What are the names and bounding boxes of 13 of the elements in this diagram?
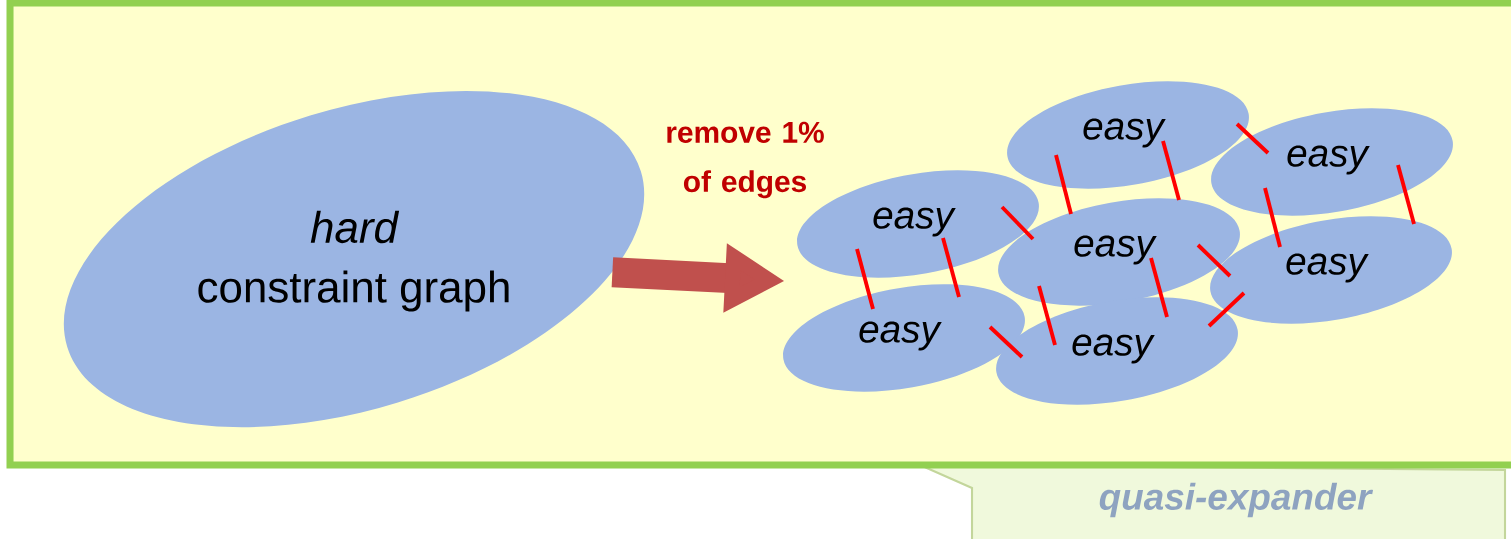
edge-line bbox=[1396, 164, 1416, 225]
node-label: easy bbox=[1072, 334, 1155, 364]
node-label: easy bbox=[1286, 253, 1369, 283]
node-label: easy bbox=[1287, 145, 1370, 175]
edge-line bbox=[1207, 291, 1246, 328]
node-label: easy bbox=[1074, 235, 1157, 265]
edge-line bbox=[1161, 140, 1181, 201]
node-label: easy bbox=[859, 321, 942, 351]
edge-line bbox=[1000, 205, 1035, 241]
edge-line bbox=[1196, 243, 1232, 278]
edge-line bbox=[1149, 257, 1169, 318]
node-label: easy bbox=[873, 207, 956, 237]
edge-line bbox=[988, 325, 1024, 359]
